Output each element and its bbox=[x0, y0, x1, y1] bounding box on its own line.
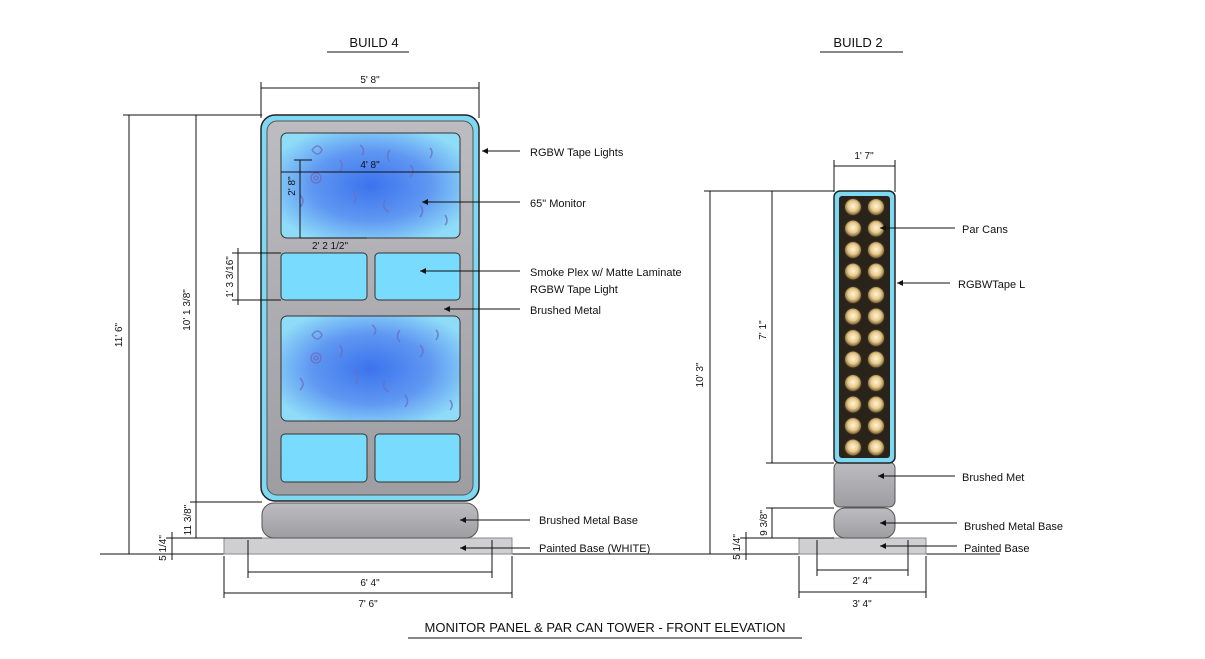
build4-metal-base bbox=[261, 502, 479, 539]
build2-callouts: Par Cans RGBWTape L Brushed Met Brushed … bbox=[878, 224, 1063, 555]
build4-monitor-bottom bbox=[280, 315, 461, 422]
par-can bbox=[867, 417, 885, 435]
par-can bbox=[844, 438, 862, 457]
build4-monitor-top bbox=[280, 132, 461, 239]
build4-lower-box-left bbox=[280, 433, 368, 483]
monitor-bottom-graphic bbox=[299, 324, 453, 411]
build2-dim-par-section-height: 7' 1" bbox=[758, 320, 769, 340]
build4-smoke-plex-box-left bbox=[280, 252, 368, 301]
build4-callouts: RGBW Tape Lights 65" Monitor Smoke Plex … bbox=[420, 147, 682, 555]
build2-dim-base-inner-width: 2' 4" bbox=[852, 576, 872, 587]
callout-rgbw-tape-l: RGBWTape L bbox=[958, 279, 1025, 291]
build2-dim-base-outer-width: 3' 4" bbox=[852, 599, 872, 610]
build4-dim-base-inner-width: 6' 4" bbox=[360, 578, 380, 589]
callout-painted-base-white: Painted Base (WHITE) bbox=[539, 543, 650, 555]
callout-par-cans: Par Cans bbox=[962, 224, 1008, 236]
par-can bbox=[867, 262, 885, 281]
par-can bbox=[844, 350, 862, 369]
monitor-top-graphic bbox=[299, 144, 448, 226]
build2-title: BUILD 2 bbox=[833, 35, 882, 50]
par-can bbox=[844, 329, 862, 347]
build4-dim-box-height: 1' 3 3/16" bbox=[225, 256, 236, 298]
callout-brushed-met: Brushed Met bbox=[962, 472, 1024, 484]
par-can bbox=[867, 241, 885, 259]
par-can bbox=[844, 198, 862, 216]
par-can bbox=[844, 395, 862, 414]
build4-dim-monitor-height: 2' 8" bbox=[287, 176, 298, 196]
build2-dim-top-width: 1' 7" bbox=[854, 151, 874, 162]
callout-brushed-metal: Brushed Metal bbox=[530, 305, 601, 317]
build2-dim-painted-base-height: 5 1/4" bbox=[732, 534, 743, 560]
build2-dim-overall-height: 10' 3" bbox=[695, 362, 706, 387]
build4-lower-box-right bbox=[374, 433, 461, 483]
build4-painted-base bbox=[223, 537, 513, 555]
callout-brushed-metal-base: Brushed Metal Base bbox=[539, 515, 638, 527]
callout-65-monitor: 65" Monitor bbox=[530, 198, 586, 210]
par-can bbox=[867, 307, 885, 326]
par-can bbox=[844, 307, 862, 326]
build2-brushed-metal-column bbox=[833, 461, 896, 508]
par-can bbox=[867, 329, 885, 347]
par-can bbox=[844, 219, 862, 238]
build4-dim-monitor-width: 4' 8" bbox=[360, 160, 380, 171]
par-can bbox=[867, 395, 885, 414]
build4-dim-box-width: 2' 2 1/2" bbox=[312, 241, 348, 252]
build4-dim-base-height: 11 3/8" bbox=[183, 504, 194, 535]
build4-dimensions: 5' 8" 11' 6" 10' 1 3/8" 11 3/8" 5 1/4" 4… bbox=[114, 75, 513, 610]
build2-dimensions: 1' 7" 10' 3" 7' 1" 9 3/8" 5 1/4" 2' 4" 3… bbox=[695, 151, 927, 610]
par-can bbox=[844, 286, 862, 304]
build4-title: BUILD 4 bbox=[349, 35, 398, 50]
build2-par-can-housing bbox=[839, 196, 890, 458]
build4-dim-panel-height: 10' 1 3/8" bbox=[182, 289, 193, 331]
par-can bbox=[844, 241, 862, 259]
build2-title-group: BUILD 2 bbox=[820, 35, 903, 53]
build4-dim-top-width: 5' 8" bbox=[360, 75, 380, 86]
callout-rgbw-tape-lights: RGBW Tape Lights bbox=[530, 147, 624, 159]
par-can bbox=[867, 286, 885, 304]
callout-b2-painted-base: Painted Base bbox=[964, 543, 1029, 555]
build4-smoke-plex-box-right bbox=[374, 252, 461, 301]
drawing-title: MONITOR PANEL & PAR CAN TOWER - FRONT EL… bbox=[425, 620, 786, 635]
build4-dim-overall-height: 11' 6" bbox=[114, 322, 125, 347]
par-can bbox=[844, 374, 862, 392]
callout-smoke-plex: Smoke Plex w/ Matte Laminate bbox=[530, 267, 682, 279]
callout-b2-brushed-metal-base: Brushed Metal Base bbox=[964, 521, 1063, 533]
par-can bbox=[844, 262, 862, 281]
par-can bbox=[844, 417, 862, 435]
par-can bbox=[867, 198, 885, 216]
build2-dim-base-height: 9 3/8" bbox=[759, 510, 770, 536]
par-can bbox=[867, 438, 885, 457]
build2-par-cans bbox=[844, 198, 885, 457]
build4-dim-base-outer-width: 7' 6" bbox=[358, 599, 378, 610]
build4-title-group: BUILD 4 bbox=[327, 35, 409, 53]
par-can bbox=[867, 350, 885, 369]
par-can bbox=[867, 374, 885, 392]
build4-dim-painted-base-height: 5 1/4" bbox=[158, 535, 169, 561]
callout-rgbw-tape-light: RGBW Tape Light bbox=[530, 284, 618, 296]
